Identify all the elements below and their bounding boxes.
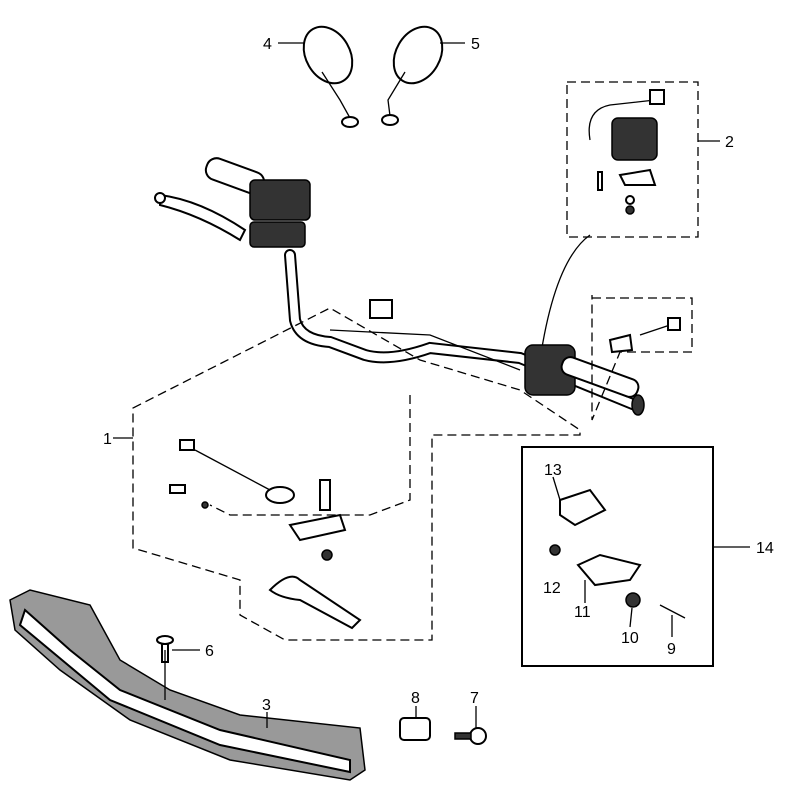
part-13[interactable] — [559, 488, 607, 527]
handguard[interactable] — [9, 589, 366, 781]
part-11[interactable] — [576, 553, 642, 587]
lever-bracket[interactable] — [169, 479, 347, 561]
callout-2: 2 — [725, 134, 734, 151]
spacer-8[interactable] — [399, 717, 431, 741]
callout-1: 1 — [103, 431, 112, 448]
group-leader — [209, 395, 411, 516]
part-9[interactable] — [659, 604, 686, 619]
brake-lever[interactable] — [268, 575, 362, 630]
callout-4: 4 — [263, 36, 272, 53]
clip — [369, 299, 393, 319]
handlebar[interactable] — [284, 234, 641, 411]
right-switch-housing[interactable] — [524, 344, 645, 416]
callout-6: 6 — [205, 643, 214, 660]
callout-8: 8 — [411, 690, 420, 707]
screw-7[interactable] — [454, 727, 487, 745]
part-12[interactable] — [549, 544, 561, 556]
cable-switch[interactable] — [179, 439, 295, 504]
switch-assembly[interactable] — [588, 89, 665, 215]
left-grip-lever-assembly[interactable] — [154, 155, 311, 248]
mirror-right[interactable] — [381, 18, 452, 126]
callout-3: 3 — [262, 697, 271, 714]
callout-13: 13 — [544, 462, 562, 479]
group-box-1 — [132, 307, 581, 641]
group-box-2 — [566, 81, 699, 238]
callout-11: 11 — [574, 604, 591, 621]
mirror-left[interactable] — [294, 18, 362, 128]
clamp-bolt[interactable] — [608, 317, 681, 354]
callout-7: 7 — [470, 690, 479, 707]
part-10[interactable] — [625, 592, 641, 608]
callout-10: 10 — [621, 630, 639, 647]
callout-5: 5 — [471, 36, 480, 53]
callout-12: 12 — [543, 580, 561, 597]
callout-9: 9 — [667, 641, 676, 658]
callout-14: 14 — [756, 540, 774, 557]
group-box-clamp — [591, 295, 693, 421]
detail-box-14 — [521, 446, 714, 667]
